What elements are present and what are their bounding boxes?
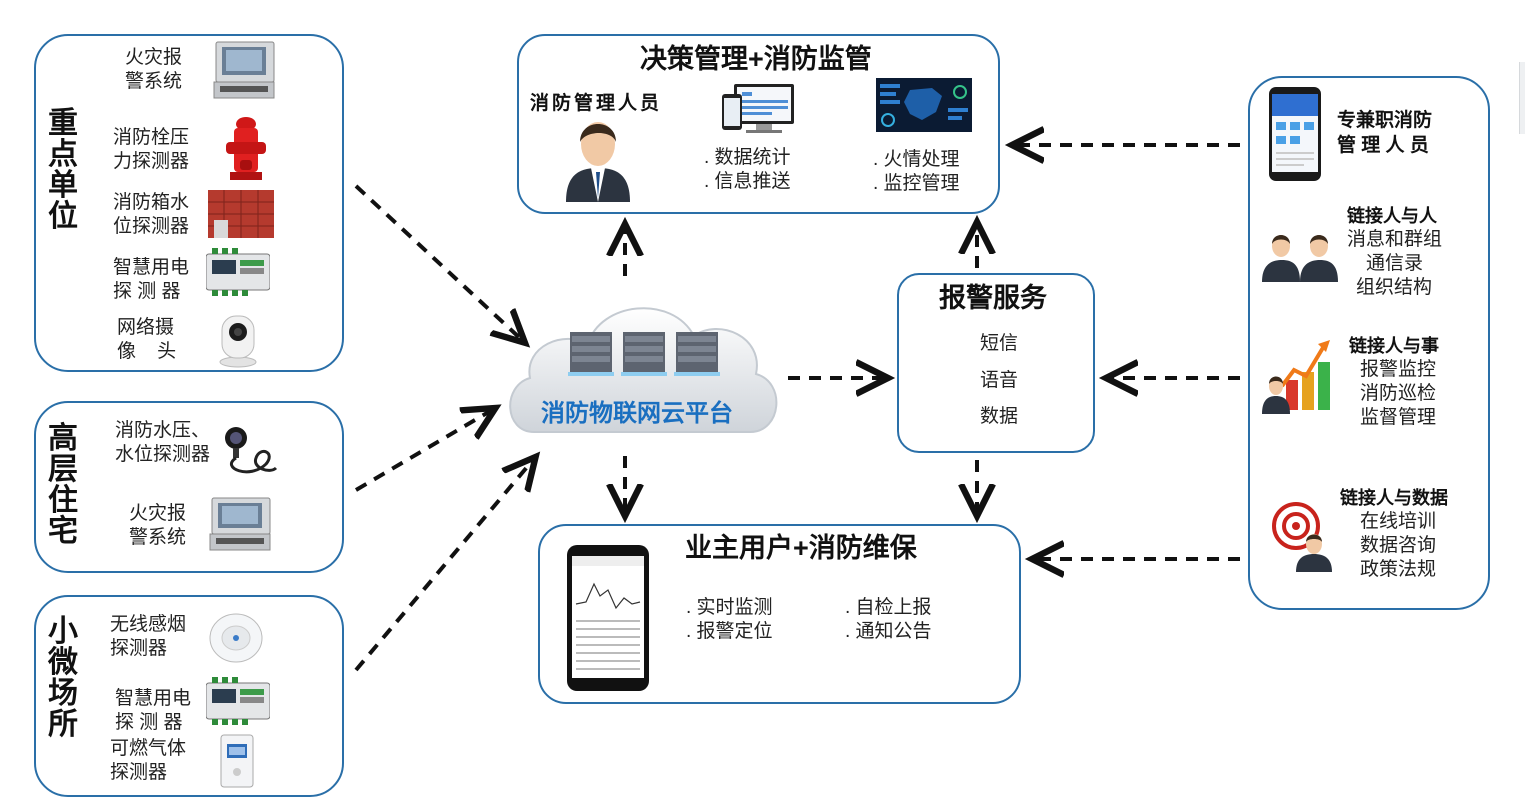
smart-electric-detector-icon bbox=[205, 248, 271, 298]
edge-fragment bbox=[1519, 62, 1525, 134]
small-venues-panel bbox=[34, 595, 344, 797]
mobile-app-icon bbox=[1268, 86, 1322, 182]
gas-detector-icon bbox=[220, 734, 254, 788]
device-label: 火灾报 警系统 bbox=[125, 47, 183, 92]
device-label: 消防箱水 位探测器 bbox=[113, 192, 190, 237]
fire-alarm-console-icon bbox=[212, 40, 276, 100]
staff-label: 专兼职消防 管 理 人 员 bbox=[1337, 110, 1433, 156]
key-units-title: 重点单位 bbox=[48, 107, 78, 233]
pressure-sensor-icon bbox=[220, 424, 278, 480]
section-line: 消息和群组 bbox=[1347, 229, 1443, 250]
section-title: 链接人与人 bbox=[1347, 206, 1437, 226]
section-line: 数据咨询 bbox=[1360, 535, 1437, 556]
device-label: 消防栓压 力探测器 bbox=[113, 127, 190, 172]
section-title: 链接人与数据 bbox=[1340, 488, 1448, 508]
decision-col2: . 火情处理 . 监控管理 bbox=[873, 149, 960, 194]
alarm-item-sms: 短信 bbox=[980, 333, 1019, 354]
device-label: 网络摄 像 头 bbox=[117, 317, 177, 362]
device-label: 消防水压、 水位探测器 bbox=[115, 420, 211, 465]
device-label: 智慧用电 探 测 器 bbox=[113, 257, 190, 302]
fire-hydrant-icon bbox=[222, 114, 270, 184]
alarm-panel bbox=[897, 273, 1095, 453]
arrow-small-venues-to-cloud bbox=[354, 460, 533, 672]
target-person-icon bbox=[1268, 500, 1338, 572]
section-line: 通信录 bbox=[1366, 253, 1424, 274]
small-venues-title: 小微场所 bbox=[48, 615, 78, 741]
manager-label: 消防管理人员 bbox=[530, 93, 663, 114]
mobile-app-icon bbox=[566, 544, 650, 692]
people-network-icon bbox=[1262, 222, 1338, 282]
owner-col2: . 自检上报 . 通知公告 bbox=[845, 597, 932, 642]
section-line: 报警监控 bbox=[1360, 359, 1437, 380]
alarm-title: 报警服务 bbox=[939, 283, 1047, 313]
section-line: 在线培训 bbox=[1360, 511, 1437, 532]
section-line: 政策法规 bbox=[1360, 559, 1437, 580]
high-rise-panel bbox=[34, 401, 344, 573]
growth-chart-person-icon bbox=[1260, 336, 1338, 414]
section-line: 消防巡检 bbox=[1360, 383, 1437, 404]
arrow-high-rise-to-cloud bbox=[354, 410, 492, 492]
alarm-item-voice: 语音 bbox=[980, 370, 1019, 391]
high-rise-title: 高层住宅 bbox=[48, 422, 78, 548]
device-label: 无线感烟 探测器 bbox=[110, 614, 187, 659]
owner-col1: . 实时监测 . 报警定位 bbox=[686, 597, 773, 642]
devices-screens-icon bbox=[720, 80, 798, 134]
owner-title: 业主用户+消防维保 bbox=[685, 533, 917, 563]
key-units-panel bbox=[34, 34, 344, 372]
decision-title: 决策管理+消防监管 bbox=[640, 44, 872, 74]
arrow-key-units-to-cloud bbox=[354, 184, 522, 340]
cloud-platform-icon bbox=[504, 282, 784, 450]
network-camera-icon bbox=[214, 312, 262, 368]
section-line: 监督管理 bbox=[1360, 407, 1437, 428]
decision-col1: . 数据统计 . 信息推送 bbox=[704, 147, 791, 192]
device-label: 智慧用电 探 测 器 bbox=[115, 688, 192, 733]
cloud-label: 消防物联网云平台 bbox=[541, 400, 733, 427]
monitoring-dashboard-icon bbox=[876, 78, 972, 132]
device-label: 火灾报 警系统 bbox=[129, 503, 187, 548]
section-line: 组织结构 bbox=[1356, 277, 1433, 298]
section-title: 链接人与事 bbox=[1349, 336, 1439, 356]
fire-alarm-console-icon bbox=[208, 496, 272, 552]
smart-electric-detector-icon bbox=[205, 677, 271, 727]
smoke-detector-icon bbox=[206, 608, 266, 664]
water-tank-icon bbox=[208, 190, 274, 238]
device-label: 可燃气体 探测器 bbox=[110, 738, 187, 783]
alarm-item-data: 数据 bbox=[980, 406, 1019, 427]
manager-avatar-icon bbox=[562, 112, 634, 202]
